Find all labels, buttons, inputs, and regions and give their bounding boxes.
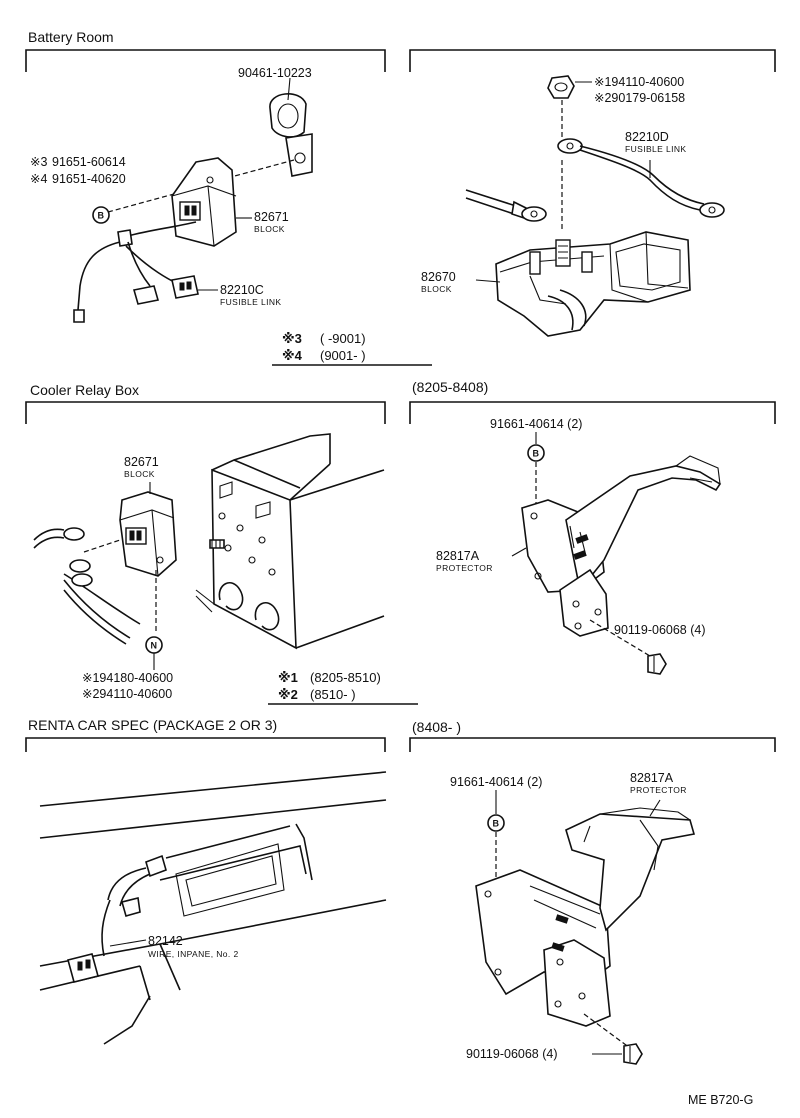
frame-battery-room (25, 49, 386, 72)
label-nut2: ※290179-06158 (594, 91, 685, 105)
clamp-part (269, 77, 313, 177)
block-82670-part (495, 231, 691, 337)
label-block-82670: 82670 (421, 270, 456, 284)
cooler-wires-part (33, 527, 141, 645)
frame-protector-late (409, 737, 776, 752)
label-bolt-late: 91661-40614 (2) (450, 775, 542, 789)
date-note-2-range: (8510- ) (310, 687, 356, 702)
label-note3-prefix: ※3 (30, 155, 47, 169)
fusible-link-d-part (557, 138, 725, 218)
label-screw-late: 90119-06068 (4) (466, 1047, 558, 1061)
relay-box-housing-part (195, 433, 385, 650)
bolt-b-icon: B (92, 206, 110, 224)
date-note-3-range: ( -9001) (320, 331, 366, 346)
battery-room-drawing: B (73, 77, 313, 323)
label-cooler-block-82671: 82671 (124, 455, 159, 469)
frame-renta-car (25, 737, 386, 752)
date-note-3-mark: ※3 (282, 331, 302, 346)
protector-early-drawing: B (511, 432, 722, 675)
label-nut1: ※194110-40600 (594, 75, 684, 89)
label-block-82671: 82671 (254, 210, 289, 224)
svg-text:B: B (98, 211, 105, 221)
label-block-desc: BLOCK (254, 224, 285, 234)
label-fusible-82210c: 82210C (220, 283, 264, 297)
title-protector-early: (8205-8408) (412, 379, 488, 395)
protector-82817a-early-part (521, 455, 722, 637)
label-cooler-nut1: ※194180-40600 (82, 671, 173, 685)
svg-text:N: N (151, 641, 158, 651)
battery-terminal-drawing (465, 75, 725, 337)
date-note-1-mark: ※1 (278, 670, 298, 685)
label-block-82670-desc: BLOCK (421, 284, 452, 294)
label-cooler-block-desc: BLOCK (124, 469, 155, 479)
frame-cooler-relay (25, 401, 386, 424)
svg-text:B: B (533, 449, 540, 459)
title-renta-car: RENTA CAR SPEC (PACKAGE 2 OR 3) (28, 717, 277, 733)
block-82671-part (171, 157, 237, 247)
battery-cable-part (465, 189, 547, 222)
label-screw-early: 90119-06068 (4) (614, 623, 706, 637)
protector-late-drawing: B (475, 790, 696, 1065)
harness-part (73, 221, 199, 323)
label-bolt-early: 91661-40614 (2) (490, 417, 582, 431)
label-protector-late-desc: PROTECTOR (630, 785, 687, 795)
label-fusible-82210d: 82210D (625, 130, 669, 144)
svg-text:B: B (493, 819, 500, 829)
screw-early-icon (647, 653, 667, 675)
bolt-b-late-icon: B (487, 814, 505, 832)
label-fusible-d-desc: FUSIBLE LINK (625, 144, 687, 154)
title-cooler-relay-box: Cooler Relay Box (30, 382, 139, 398)
label-cooler-nut2: ※294110-40600 (82, 687, 172, 701)
battery-room-date-notes: ※3 ( -9001) ※4 (9001- ) (272, 331, 432, 366)
frame-protector-early (409, 401, 776, 424)
label-wire-desc: WIRE, INPANE, No. 2 (148, 949, 239, 959)
label-fusible-c-desc: FUSIBLE LINK (220, 297, 282, 307)
label-protector-early-desc: PROTECTOR (436, 563, 493, 573)
nut-n-icon: N (145, 636, 163, 654)
title-battery-room: Battery Room (28, 29, 114, 45)
protector-82817a-late-part (475, 807, 696, 1027)
label-wire-82142: 82142 (148, 934, 183, 948)
label-note3-part: 91651-60614 (52, 155, 126, 169)
label-note4-part: 91651-40620 (52, 172, 126, 186)
date-note-4-mark: ※4 (282, 348, 303, 363)
wire-82142-part (67, 854, 167, 983)
label-protector-early: 82817A (436, 549, 480, 563)
instrument-panel-part (39, 771, 387, 1045)
title-protector-late: (8408- ) (412, 719, 461, 735)
cooler-date-notes: ※1 (8205-8510) ※2 (8510- ) (268, 670, 418, 705)
cooler-block-82671-part (119, 491, 177, 577)
footer-code: ME B720-G (688, 1093, 753, 1107)
screw-late-icon (623, 1043, 643, 1065)
section-frames (25, 49, 776, 752)
label-protector-late: 82817A (630, 771, 674, 785)
date-note-2-mark: ※2 (278, 687, 298, 702)
cooler-relay-drawing: N (33, 433, 385, 670)
label-note4-prefix: ※4 (30, 172, 47, 186)
label-clamp-90461: 90461-10223 (238, 66, 312, 80)
nut-icon (547, 75, 575, 99)
bolt-b-early-icon: B (527, 444, 545, 462)
renta-car-drawing (39, 771, 387, 1045)
date-note-1-range: (8205-8510) (310, 670, 381, 685)
date-note-4-range: (9001- ) (320, 348, 366, 363)
frame-battery-terminal (409, 49, 776, 72)
